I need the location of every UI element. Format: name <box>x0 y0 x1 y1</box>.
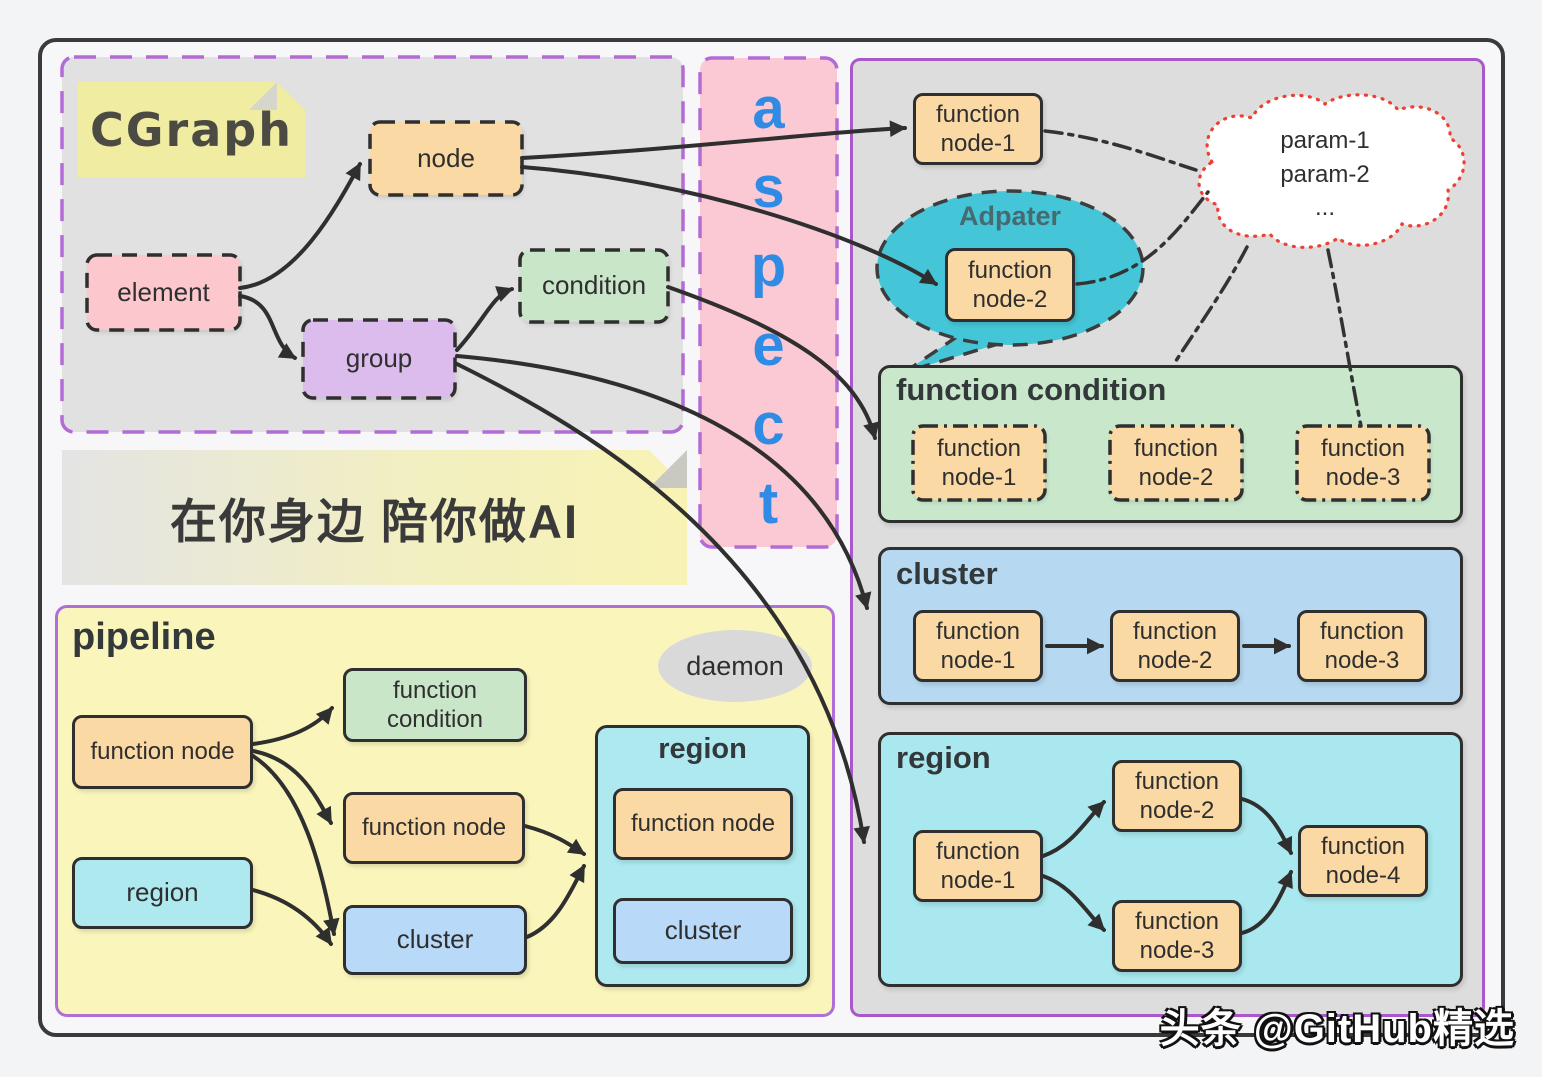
region-function-node-2: function node-2 <box>1112 760 1242 832</box>
fc-node-2-label: function node-2 <box>1133 434 1219 491</box>
param-1: param-1 <box>1280 127 1370 155</box>
region-title: region <box>896 740 991 775</box>
pipeline-function-node-2: function node <box>343 792 525 864</box>
cluster-title: cluster <box>896 556 998 591</box>
cluster-node-2-label: function node-2 <box>1132 617 1218 674</box>
pipeline-fn-label: function node <box>90 738 235 766</box>
pipeline-region-box-title: region <box>658 733 747 765</box>
pipeline-region-label: region <box>126 877 199 908</box>
condition-box: condition <box>520 250 668 322</box>
function-node-1-label: function node-1 <box>935 100 1021 157</box>
pipeline-cluster-label: cluster <box>396 924 474 955</box>
param-cloud-text: param-1 param-2 ... <box>1235 122 1415 227</box>
pipeline-title: pipeline <box>72 616 216 658</box>
fc-function-node-1: function node-1 <box>913 426 1045 500</box>
adapter-label: Adpater <box>958 201 1061 231</box>
pipeline-function-condition: function condition <box>343 668 527 742</box>
element-label: element <box>117 276 210 307</box>
aspect-letter: s <box>752 155 785 220</box>
cluster-function-node-2: function node-2 <box>1110 610 1240 682</box>
banner-fold-corner <box>649 450 687 488</box>
function-node-2-box: function node-2 <box>945 248 1075 322</box>
param-ellipsis: ... <box>1314 194 1335 222</box>
aspect-letter: c <box>752 392 785 457</box>
region-function-node-1: function node-1 <box>913 830 1043 902</box>
aspect-letter: t <box>758 471 779 536</box>
sticky-fold-corner <box>249 82 277 110</box>
group-box: group <box>303 320 455 398</box>
daemon-ellipse: daemon <box>658 630 812 702</box>
cluster-function-node-1: function node-1 <box>913 610 1043 682</box>
region-function-node-4: function node-4 <box>1298 825 1428 897</box>
function-node-1-box: function node-1 <box>913 93 1043 165</box>
cluster-function-node-3: function node-3 <box>1297 610 1427 682</box>
region-function-node-3: function node-3 <box>1112 900 1242 972</box>
region-node-3-label: function node-3 <box>1134 907 1220 964</box>
function-condition-title: function condition <box>896 372 1167 407</box>
function-node-2-label: function node-2 <box>967 256 1053 313</box>
pipeline-region-box-function-node: function node <box>613 788 793 860</box>
aspect-bar: a s p e c t <box>700 58 837 547</box>
fc-node-3-label: function node-3 <box>1320 434 1406 491</box>
aspect-letter: a <box>752 76 785 141</box>
node-box: node <box>370 122 522 195</box>
cluster-node-3-label: function node-3 <box>1319 617 1405 674</box>
pipeline-region-item: region <box>72 857 253 929</box>
slogan-banner: 在你身边 陪你做AI <box>62 450 687 585</box>
slogan-text: 在你身边 陪你做AI <box>169 495 580 548</box>
aspect-letter: p <box>750 234 787 299</box>
element-box: element <box>87 255 240 330</box>
rb-cluster-label: cluster <box>664 915 742 946</box>
fc-node-1-label: function node-1 <box>936 434 1022 491</box>
fc-function-node-2: function node-2 <box>1110 426 1242 500</box>
daemon-label: daemon <box>686 650 784 681</box>
region-node-2-label: function node-2 <box>1134 767 1220 824</box>
pipeline-function-node: function node <box>72 715 253 789</box>
group-label: group <box>345 343 413 374</box>
cgraph-title: CGraph <box>90 102 293 157</box>
fc-function-node-3: function node-3 <box>1297 426 1429 500</box>
pipeline-cluster-item: cluster <box>343 905 527 975</box>
watermark: 头条 @GitHub精选 <box>1159 1007 1515 1051</box>
region-node-4-label: function node-4 <box>1320 832 1406 889</box>
rb-fn-label: function node <box>630 810 776 838</box>
pipeline-fc-label: function condition <box>386 676 484 733</box>
cluster-node-1-label: function node-1 <box>935 617 1021 674</box>
pipeline-fn2-label: function node <box>361 814 507 842</box>
aspect-letter: e <box>752 313 785 378</box>
pipeline-region-box-cluster: cluster <box>613 898 793 964</box>
node-label: node <box>417 142 475 173</box>
condition-label: condition <box>541 270 647 301</box>
region-node-1-label: function node-1 <box>935 837 1021 894</box>
param-2: param-2 <box>1280 160 1370 188</box>
